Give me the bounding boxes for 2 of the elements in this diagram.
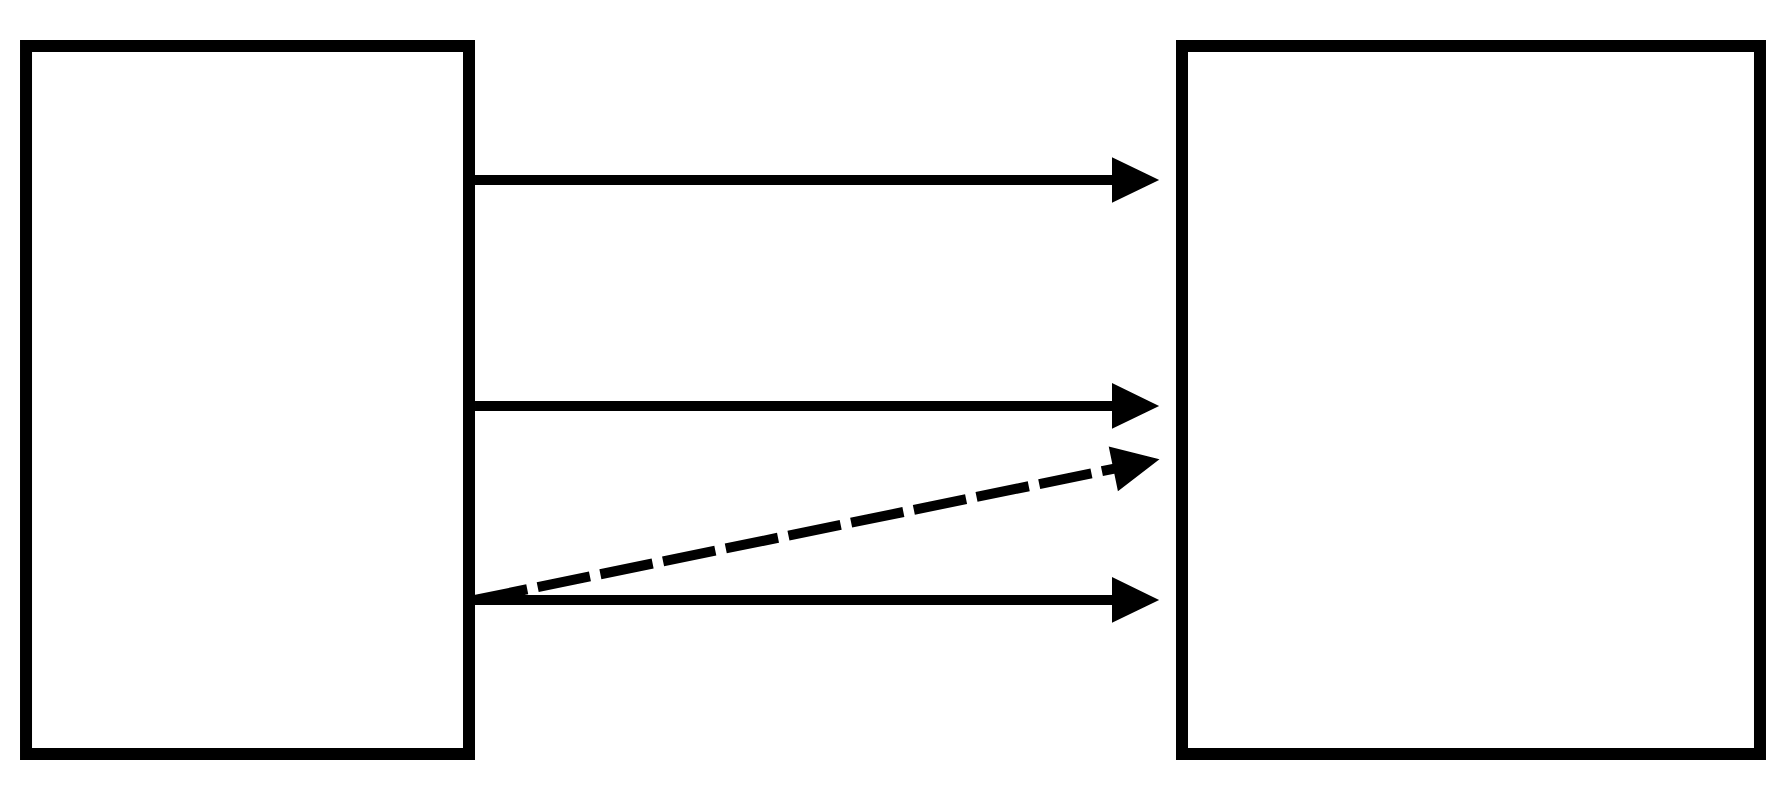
box xyxy=(20,40,475,760)
box xyxy=(1176,40,1766,760)
